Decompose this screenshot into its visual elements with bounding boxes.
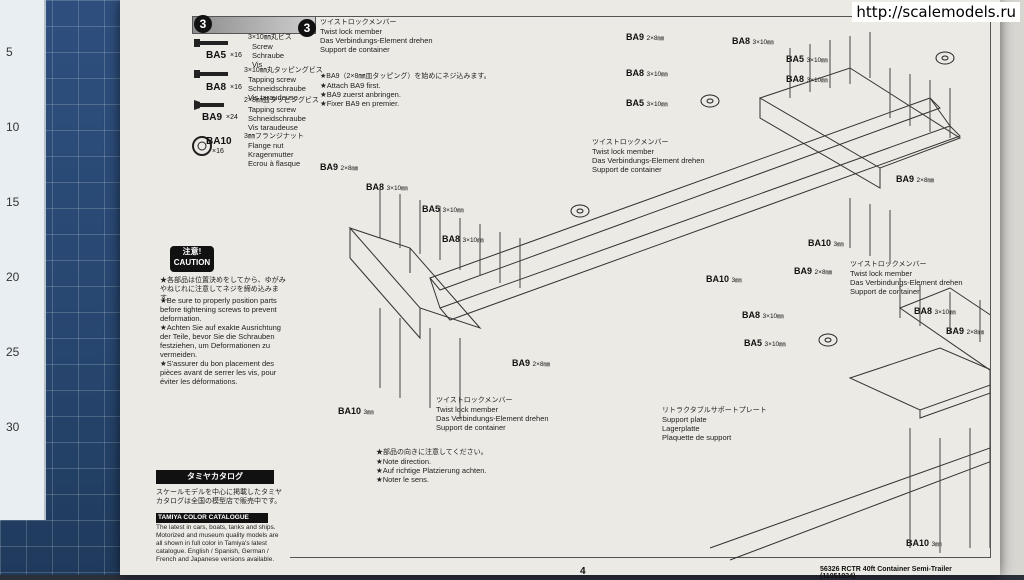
direction-note: ★Note direction. ★Auf richtige Platzieru… — [376, 457, 487, 484]
label-ba8: BA8 3×10㎜ — [366, 182, 408, 192]
twist-callout-jp: ツイストロックメンバー — [592, 139, 669, 146]
part-desc: Screw Schraube Vis — [252, 42, 285, 69]
step-title-jp: ツイストロックメンバー — [320, 19, 397, 26]
label-ba5: BA5 3×10㎜ — [786, 54, 828, 64]
label-ba10: BA10 3㎜ — [808, 238, 844, 248]
label-ba9: BA9 2×8㎜ — [896, 174, 935, 184]
part-count: ×16 — [230, 52, 242, 59]
part-count: ×16 — [230, 84, 242, 91]
step-title-de: Das Verbindungs-Element drehen — [320, 36, 433, 45]
instruction-page: 3 BA5 ×16 3×10㎜丸ビス Screw Schraube Vis BA… — [120, 0, 1000, 580]
twist-callout-jp: ツイストロックメンバー — [436, 397, 513, 404]
direction-note-jp: ★部品の向きに注意してください。 — [376, 449, 488, 456]
cross-member — [898, 287, 990, 371]
label-ba9: BA9 2×8㎜ — [794, 266, 833, 276]
part-jp: 3×10㎜丸ビス — [248, 34, 292, 41]
screw-icon — [194, 100, 224, 110]
part-code: BA8 — [206, 82, 227, 93]
label-ba8: BA8 3×10㎜ — [914, 306, 956, 316]
label-ba5: BA5 3×10㎜ — [744, 338, 786, 348]
part-jp: 2×8㎜皿タッピングビス — [244, 97, 319, 104]
twist-callout: Twist lock member Das Verbindungs-Elemen… — [592, 147, 705, 174]
ruler-number: 20 — [6, 270, 20, 284]
part-count: ×24 — [226, 114, 238, 121]
ruler: 5 10 15 20 25 30 — [0, 0, 46, 520]
part-jp: 3㎜フランジナット — [244, 133, 304, 140]
screw-lines — [379, 32, 981, 553]
step-frame — [290, 16, 991, 558]
cross-member — [348, 226, 482, 330]
screw-icons — [192, 39, 228, 156]
page-number: 4 — [580, 566, 586, 577]
caution-badge: 注意! CAUTION — [170, 246, 214, 272]
ruler-number: 10 — [6, 120, 20, 134]
label-ba5: BA5 3×10㎜ — [626, 98, 668, 108]
twist-callout: Twist lock member Das Verbindungs-Elemen… — [850, 269, 963, 296]
label-ba5: BA5 3×10㎜ — [422, 204, 464, 214]
label-ba10: BA10 3㎜ — [906, 538, 942, 548]
plate-callout: Support plate Lagerplatte Plaquette de s… — [662, 415, 732, 442]
label-ba9: BA9 2×8㎜ — [946, 326, 985, 336]
ruler-number: 15 — [6, 195, 20, 209]
caution-text: ★Be sure to properly position parts befo… — [160, 296, 281, 386]
label-ba8: BA8 3×10㎜ — [442, 234, 484, 244]
twist-callout: Twist lock member Das Verbindungs-Elemen… — [436, 405, 549, 432]
washer-icon — [570, 51, 955, 347]
label-ba10: BA10 3㎜ — [706, 274, 742, 284]
cross-member — [758, 67, 962, 169]
label-ba8: BA8 3×10㎜ — [732, 36, 774, 46]
part-code: BA9 — [202, 112, 223, 123]
support-plate — [919, 392, 990, 419]
part-jp: 3×10㎜丸タッピングビス — [244, 67, 323, 74]
step-note-jp: ★BA9（2×8㎜皿タッピング）を始めにネジ込みます。 — [320, 73, 491, 80]
catalog-header: タミヤカタログ — [156, 470, 274, 484]
label-ba9: BA9 2×8㎜ — [626, 32, 665, 42]
ruler-number: 30 — [6, 420, 20, 434]
part-code: BA10 — [206, 136, 232, 147]
part-desc: Tapping screw Schneidschraube Vis taraud… — [248, 105, 306, 132]
label-ba8: BA8 3×10㎜ — [786, 74, 828, 84]
support-plate — [848, 347, 990, 411]
catalog-title: TAMIYA COLOR CATALOGUE — [156, 513, 268, 523]
screw-icon — [194, 39, 228, 47]
watermark: http://scalemodels.ru — [852, 2, 1020, 22]
part-count: ×16 — [212, 148, 224, 155]
step-number: 3 — [298, 19, 316, 37]
lower-beam — [709, 447, 990, 561]
main-beam — [429, 97, 941, 291]
label-ba8: BA8 3×10㎜ — [626, 68, 668, 78]
label-ba9: BA9 2×8㎜ — [320, 162, 359, 172]
cross-member — [759, 98, 881, 189]
label-ba9: BA9 2×8㎜ — [512, 358, 551, 368]
catalog-text: The latest in cars, boats, tanks and shi… — [156, 524, 279, 563]
caution-jp: ★各部品は位置決めをしてから、ゆがみやねじれに注意してネジを締め込みます。 — [160, 277, 286, 302]
cross-member — [349, 228, 421, 340]
nut-icon — [192, 136, 212, 156]
main-beam — [439, 125, 961, 321]
label-ba8: BA8 3×10㎜ — [742, 310, 784, 320]
step-note: ★Attach BA9 first. ★BA9 zuerst anbringen… — [320, 81, 401, 108]
twist-callout-jp: ツイストロックメンバー — [850, 261, 927, 268]
plate-callout-jp: リトラクタブルサポートプレート — [662, 407, 767, 414]
parts-step-number: 3 — [194, 15, 212, 33]
ruler-number: 5 — [6, 45, 13, 59]
screw-icon — [194, 70, 228, 78]
chassis-diagram — [348, 32, 990, 561]
step-title-fr: Support de container — [320, 45, 390, 54]
ruler-number: 25 — [6, 345, 20, 359]
part-desc: Flange nut Kragenmutter Ecrou à flasque — [248, 141, 301, 168]
page-footer: 56326 RCTR 40ft Container Semi-Trailer (… — [820, 566, 952, 580]
label-ba10: BA10 3㎜ — [338, 406, 374, 416]
step-title-en: Twist lock member — [320, 27, 383, 36]
part-desc: Tapping screw Schneidschraube Vis taraud… — [248, 75, 306, 102]
main-beam — [429, 97, 951, 309]
part-code: BA5 — [206, 50, 227, 61]
catalog-jp: スケールモデルを中心に掲載したタミヤカタログは全国の模型店で販売中です。 — [156, 489, 282, 505]
